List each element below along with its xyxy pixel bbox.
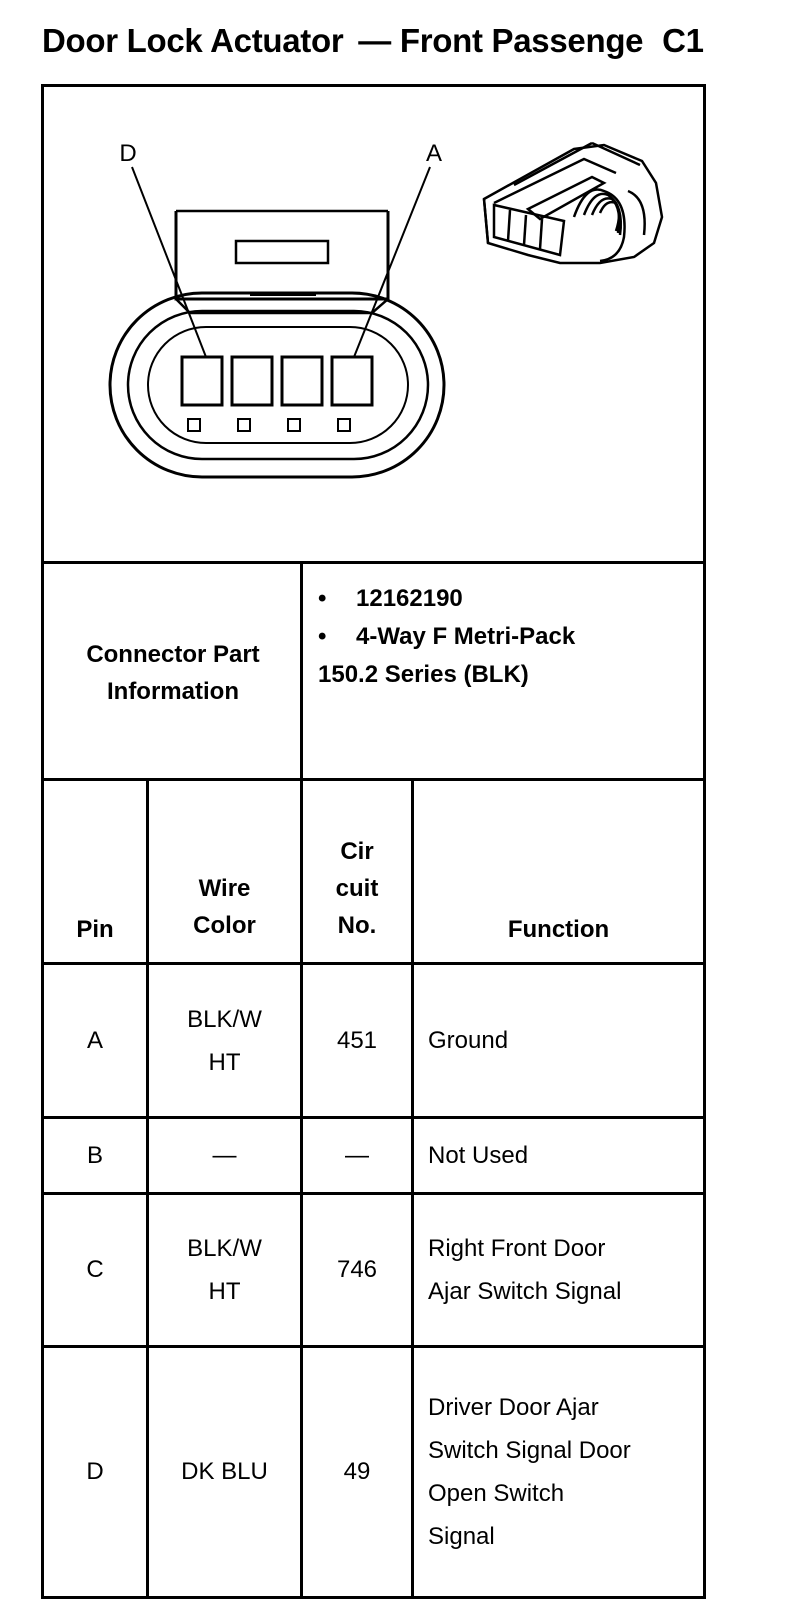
part-number-item: • 12162190	[318, 580, 575, 618]
latch-tower	[174, 227, 390, 301]
row-d-function-line1: Driver Door Ajar	[428, 1394, 599, 1421]
row-b-pin: B	[86, 1141, 103, 1169]
divider-row-c	[41, 1345, 706, 1348]
header-cir-line1: Cir	[340, 838, 374, 865]
pin-label-d: D	[119, 140, 136, 167]
connector-table-frame	[41, 84, 706, 1599]
row-a-pin: A	[86, 1026, 103, 1054]
terminal-d	[180, 355, 224, 407]
column-divider-3	[411, 778, 414, 1599]
connector-type-continued: 150.2 Series (BLK)	[318, 661, 529, 688]
title-connector-id: C1	[662, 22, 704, 59]
row-a-function: Ground	[414, 965, 703, 1116]
row-d-pin: D	[86, 1458, 104, 1485]
divider-row-b	[41, 1192, 706, 1195]
connector-outer-shell	[108, 291, 446, 479]
row-a-wire-line2: HT	[208, 1048, 241, 1076]
connector-diagram: D A	[44, 87, 703, 562]
terminal-b	[280, 355, 324, 407]
connector-type: 4-Way F Metri-Pack	[356, 623, 576, 650]
bullet: •	[318, 623, 327, 650]
row-b-function: Not Used	[414, 1119, 703, 1192]
connector-type-item: • 4-Way F Metri-Pack	[318, 618, 575, 656]
connector-isometric-view	[482, 141, 664, 265]
leader-line-d	[131, 166, 207, 358]
divider-row-a	[41, 1116, 706, 1119]
row-c-wire-line1: BLK/W	[187, 1235, 262, 1262]
header-circuit-no: Cir cuit No.	[303, 781, 411, 962]
terminal-a	[330, 355, 374, 407]
bullet: •	[318, 585, 327, 612]
header-cir-line2: cuit	[335, 875, 379, 902]
connector-part-label-line2: Information	[106, 677, 239, 705]
row-d-circuit: 49	[343, 1458, 371, 1485]
header-wire-line1: Wire	[198, 875, 251, 902]
page-title: Door Lock Actuator — Front Passenge C1	[42, 22, 704, 60]
row-c-pin: C	[86, 1256, 104, 1283]
row-a-circuit: 451	[336, 1026, 378, 1054]
row-c-wire: BLK/W HT	[149, 1195, 300, 1345]
title-dash: —	[358, 22, 391, 59]
connector-inner-shell	[126, 309, 430, 461]
divider-part-info	[41, 778, 706, 781]
divider-header	[41, 962, 706, 965]
part-number: 12162190	[356, 585, 463, 612]
column-divider-1	[146, 778, 149, 1599]
title-part2: Front Passenge	[399, 22, 644, 59]
header-function: Function	[507, 916, 610, 943]
row-b-wire: —	[212, 1141, 237, 1169]
row-c-function-line1: Right Front Door	[428, 1235, 606, 1262]
leader-line-a	[353, 166, 431, 358]
pin-label-a: A	[426, 140, 442, 167]
header-cir-line3: No.	[337, 912, 377, 939]
terminal-c	[230, 355, 274, 407]
connector-face-illustration: D A	[108, 140, 664, 479]
row-c-function-line2: Ajar Switch Signal	[428, 1278, 622, 1305]
header-wire-line2: Color	[193, 912, 256, 939]
row-c-function: Right Front Door Ajar Switch Signal	[414, 1195, 703, 1345]
connector-part-info: • 12162190 • 4-Way F Metri-Pack 150.2 Se…	[318, 580, 575, 694]
connector-part-label-line1: Connector Part	[86, 640, 260, 668]
header-pin: Pin	[76, 916, 114, 943]
row-d-function-line4: Signal	[428, 1523, 495, 1550]
connector-part-label: Connector Part Information	[44, 565, 302, 780]
header-wire-color: Wire Color	[149, 781, 300, 962]
connector-cavity	[147, 326, 409, 444]
row-d-wire: DK BLU	[181, 1458, 268, 1485]
row-c-circuit: 746	[336, 1256, 378, 1283]
column-divider-2	[300, 561, 303, 1599]
row-d-function-line2: Switch Signal Door	[428, 1437, 631, 1464]
divider-diagram	[41, 561, 706, 564]
latch-window	[234, 239, 330, 265]
row-a-function-line1: Ground	[428, 1027, 509, 1054]
row-b-function-line1: Not Used	[428, 1142, 529, 1169]
row-a-wire-line1: BLK/W	[187, 1005, 262, 1033]
row-b-circuit: —	[345, 1141, 369, 1169]
row-d-function: Driver Door Ajar Switch Signal Door Open…	[414, 1348, 703, 1596]
row-a-wire: BLK/W HT	[149, 965, 300, 1116]
title-part1: Door Lock Actuator	[42, 22, 344, 59]
row-c-wire-line2: HT	[208, 1278, 241, 1305]
row-d-function-line3: Open Switch	[428, 1480, 565, 1507]
